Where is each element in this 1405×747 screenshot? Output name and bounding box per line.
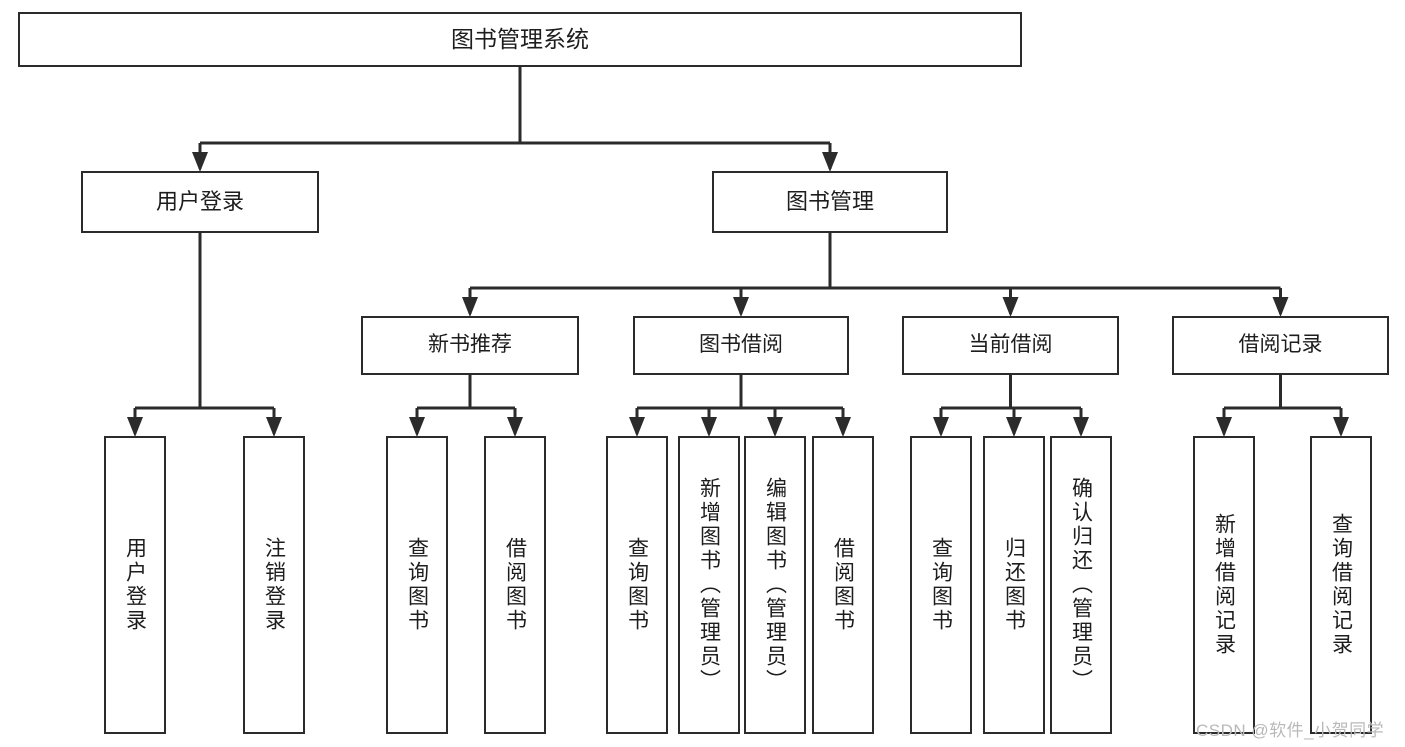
node-leaf-confirm-return[interactable]: 确认归还（管理员） <box>1050 436 1112 734</box>
node-leaf-borrow-books-1[interactable]: 借阅图书 <box>484 436 546 734</box>
node-book-borrow[interactable]: 图书借阅 <box>633 316 849 375</box>
node-leaf-query-record[interactable]: 查询借阅记录 <box>1310 436 1372 734</box>
node-label: 新增借阅记录 <box>1212 513 1236 657</box>
node-label: 查询图书 <box>929 537 953 633</box>
node-label: 用户登录 <box>123 537 147 633</box>
node-book-manage[interactable]: 图书管理 <box>712 171 948 233</box>
node-leaf-query-books-2[interactable]: 查询图书 <box>606 436 668 734</box>
node-label: 图书管理 <box>785 189 874 215</box>
node-leaf-query-books-1[interactable]: 查询图书 <box>386 436 448 734</box>
node-user-login[interactable]: 用户登录 <box>81 171 319 233</box>
node-leaf-logout[interactable]: 注销登录 <box>243 436 305 734</box>
node-leaf-edit-book[interactable]: 编辑图书（管理员） <box>744 436 806 734</box>
node-label: 注销登录 <box>262 537 286 633</box>
node-leaf-query-books-3[interactable]: 查询图书 <box>910 436 972 734</box>
node-borrow-record[interactable]: 借阅记录 <box>1172 316 1389 375</box>
node-leaf-add-book[interactable]: 新增图书（管理员） <box>678 436 740 734</box>
node-label: 用户登录 <box>155 189 244 215</box>
node-label: 编辑图书（管理员） <box>763 477 787 693</box>
node-label: 新增图书（管理员） <box>697 477 721 693</box>
node-label: 确认归还（管理员） <box>1069 477 1093 693</box>
node-label: 查询图书 <box>405 537 429 633</box>
node-label: 归还图书 <box>1002 537 1026 633</box>
node-label: 新书推荐 <box>428 333 512 357</box>
node-current-borrow[interactable]: 当前借阅 <box>902 316 1119 375</box>
node-leaf-add-record[interactable]: 新增借阅记录 <box>1193 436 1255 734</box>
node-label: 借阅图书 <box>831 537 855 633</box>
node-label: 借阅图书 <box>503 537 527 633</box>
node-label: 借阅记录 <box>1238 333 1323 357</box>
node-new-book-recommend[interactable]: 新书推荐 <box>361 316 579 375</box>
watermark-text: CSDN @软件_小贺同学 <box>1196 721 1385 740</box>
node-label: 图书管理系统 <box>451 26 589 53</box>
node-root[interactable]: 图书管理系统 <box>18 12 1022 67</box>
node-leaf-return-book[interactable]: 归还图书 <box>983 436 1045 734</box>
node-label: 查询图书 <box>625 537 649 633</box>
node-label: 图书借阅 <box>699 333 783 357</box>
node-label: 查询借阅记录 <box>1329 513 1353 657</box>
node-label: 当前借阅 <box>968 333 1053 357</box>
node-leaf-borrow-books-2[interactable]: 借阅图书 <box>812 436 874 734</box>
node-leaf-user-login[interactable]: 用户登录 <box>104 436 166 734</box>
